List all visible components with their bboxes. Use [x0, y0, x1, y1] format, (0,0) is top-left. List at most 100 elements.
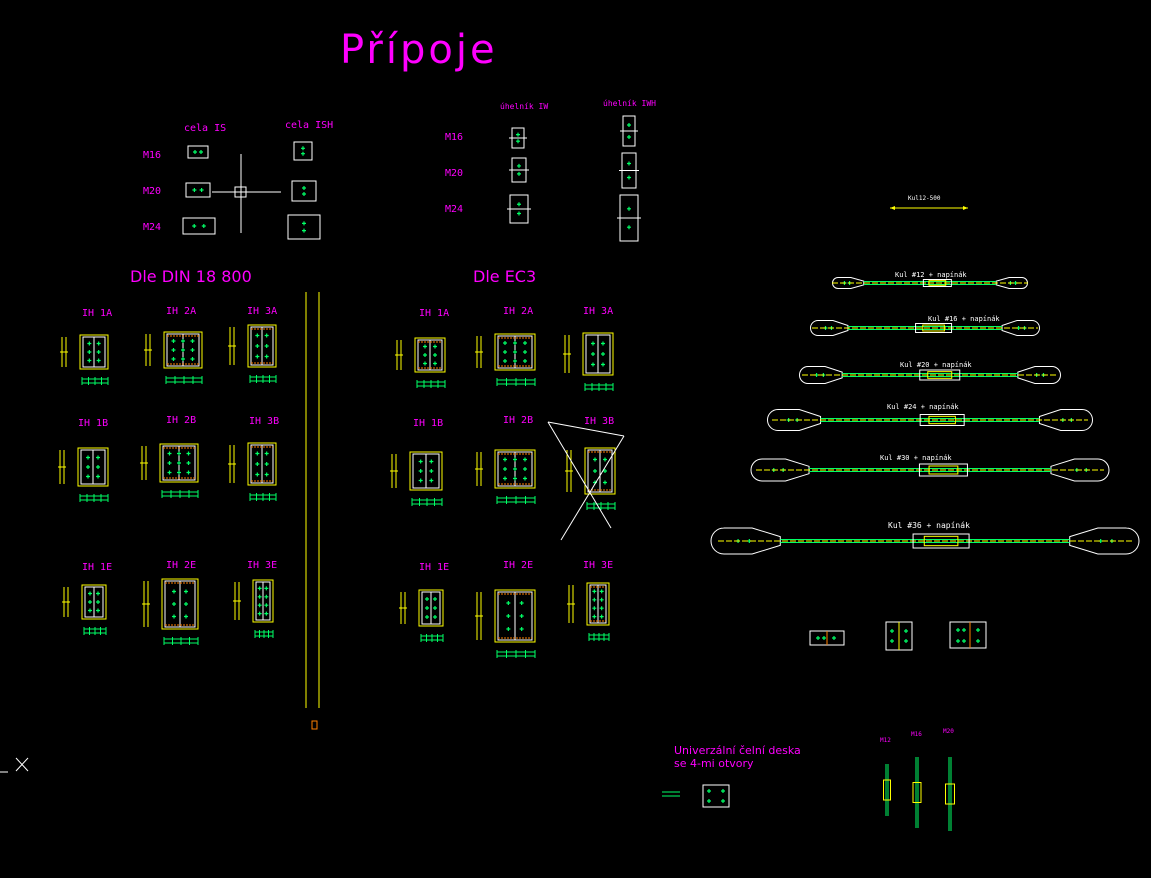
bolt-mark — [517, 163, 521, 168]
bolt-mark — [193, 150, 197, 154]
end-plate — [494, 333, 536, 371]
tie-end — [750, 458, 810, 482]
axis-marker — [234, 186, 247, 198]
end-plate — [582, 332, 614, 376]
bolt-mark — [255, 333, 260, 338]
bolt-mark — [423, 353, 427, 357]
bolt-mark — [603, 457, 607, 462]
turnbuckle — [928, 280, 947, 286]
angles-column-label: úhelník IW — [500, 102, 549, 111]
bolt-mark — [503, 359, 507, 363]
bolt-mark — [257, 594, 262, 599]
bolt-mark — [591, 362, 595, 367]
bolt-mark — [513, 359, 517, 363]
bolt-mark — [423, 344, 427, 349]
bolt-mark — [519, 601, 524, 605]
bolt-mark — [201, 224, 206, 228]
bolt-mark — [601, 341, 605, 346]
bolt-mark — [181, 357, 185, 361]
bolt-mark — [962, 639, 966, 643]
bolt-mark — [956, 628, 960, 632]
bolt-mark — [96, 455, 100, 460]
bolt-mark — [513, 476, 517, 481]
bolt-mark — [433, 344, 437, 349]
end-plate — [161, 578, 199, 630]
bolt-mark — [96, 341, 101, 346]
bolt-mark — [890, 629, 894, 633]
rod-label: Kul12-500 — [908, 195, 941, 202]
bolt-mark — [87, 341, 92, 346]
bolt-mark — [255, 472, 260, 477]
bolt-mark — [172, 589, 176, 594]
bolt-mark — [184, 602, 188, 606]
bolt-mark — [890, 639, 894, 643]
construction-line — [547, 421, 625, 437]
tie-end — [1050, 458, 1110, 482]
bolt-mark — [601, 352, 605, 356]
bolt-mark — [627, 161, 631, 166]
turnbuckle — [919, 414, 965, 426]
bolt-mark — [264, 354, 269, 359]
bolt-mark — [627, 206, 631, 211]
bolt-mark — [523, 341, 527, 345]
bolt-mark — [171, 357, 176, 361]
bolt-mark — [433, 615, 437, 619]
bolt-mark — [181, 339, 185, 343]
tie-rod-label: Kul #16 + napínák — [928, 315, 1000, 323]
bolt-mark — [190, 339, 195, 343]
bolt-mark — [255, 451, 260, 456]
bolt-mark — [264, 344, 269, 348]
bolt-mark — [519, 614, 524, 618]
bolt-mark — [721, 789, 725, 793]
bolt-mark — [601, 362, 605, 367]
plates-column-label: cela IS — [184, 123, 227, 134]
end-plate — [159, 443, 199, 483]
small-tie-label: M20 — [943, 728, 954, 735]
bolt-mark — [627, 123, 631, 127]
tie-end — [1038, 409, 1093, 431]
bolt-mark — [184, 614, 188, 619]
turnbuckle — [928, 465, 959, 475]
bolt-mark — [86, 465, 90, 469]
bolt-mark — [516, 132, 520, 137]
bolt-mark — [591, 352, 595, 356]
bolt-mark — [517, 211, 521, 216]
bolt-mark — [264, 462, 269, 466]
end-plate — [247, 324, 277, 368]
bolt-mark — [192, 224, 197, 228]
din-connection-label: IH 3B — [249, 416, 280, 427]
bolt-mark — [523, 359, 527, 363]
bolt-mark — [506, 627, 511, 631]
turnbuckle — [922, 279, 952, 287]
bolt-mark — [603, 480, 607, 485]
bolt-mark — [503, 476, 507, 481]
ec3-connection-label: IH 2A — [503, 306, 534, 317]
bolt-mark — [190, 357, 195, 361]
bolt-mark — [523, 467, 527, 471]
bolt-mark — [503, 341, 507, 345]
bolt-mark — [591, 341, 595, 346]
tie-rod-label: Kul #30 + napínák — [880, 454, 952, 462]
tie-end — [995, 277, 1028, 289]
tie-end — [832, 277, 865, 289]
bolt-mark — [599, 589, 604, 594]
tie-end — [1017, 366, 1061, 384]
small-marker — [311, 720, 318, 730]
bolt-mark — [255, 344, 260, 348]
end-plate — [409, 451, 443, 491]
bolt-mark — [88, 600, 92, 604]
bolt-mark — [96, 465, 100, 469]
bolt-mark — [599, 614, 604, 619]
bolt-mark — [592, 614, 597, 619]
bolt-mark — [302, 192, 306, 196]
bolt-mark — [301, 151, 305, 156]
bolt-mark — [88, 608, 92, 613]
end-plate — [77, 447, 109, 487]
bolt-mark — [503, 467, 507, 471]
bolt-mark — [172, 602, 176, 606]
bolt-mark — [433, 361, 437, 366]
end-plate — [494, 589, 536, 643]
bolt-mark — [96, 350, 101, 354]
bolt-mark — [523, 457, 527, 462]
